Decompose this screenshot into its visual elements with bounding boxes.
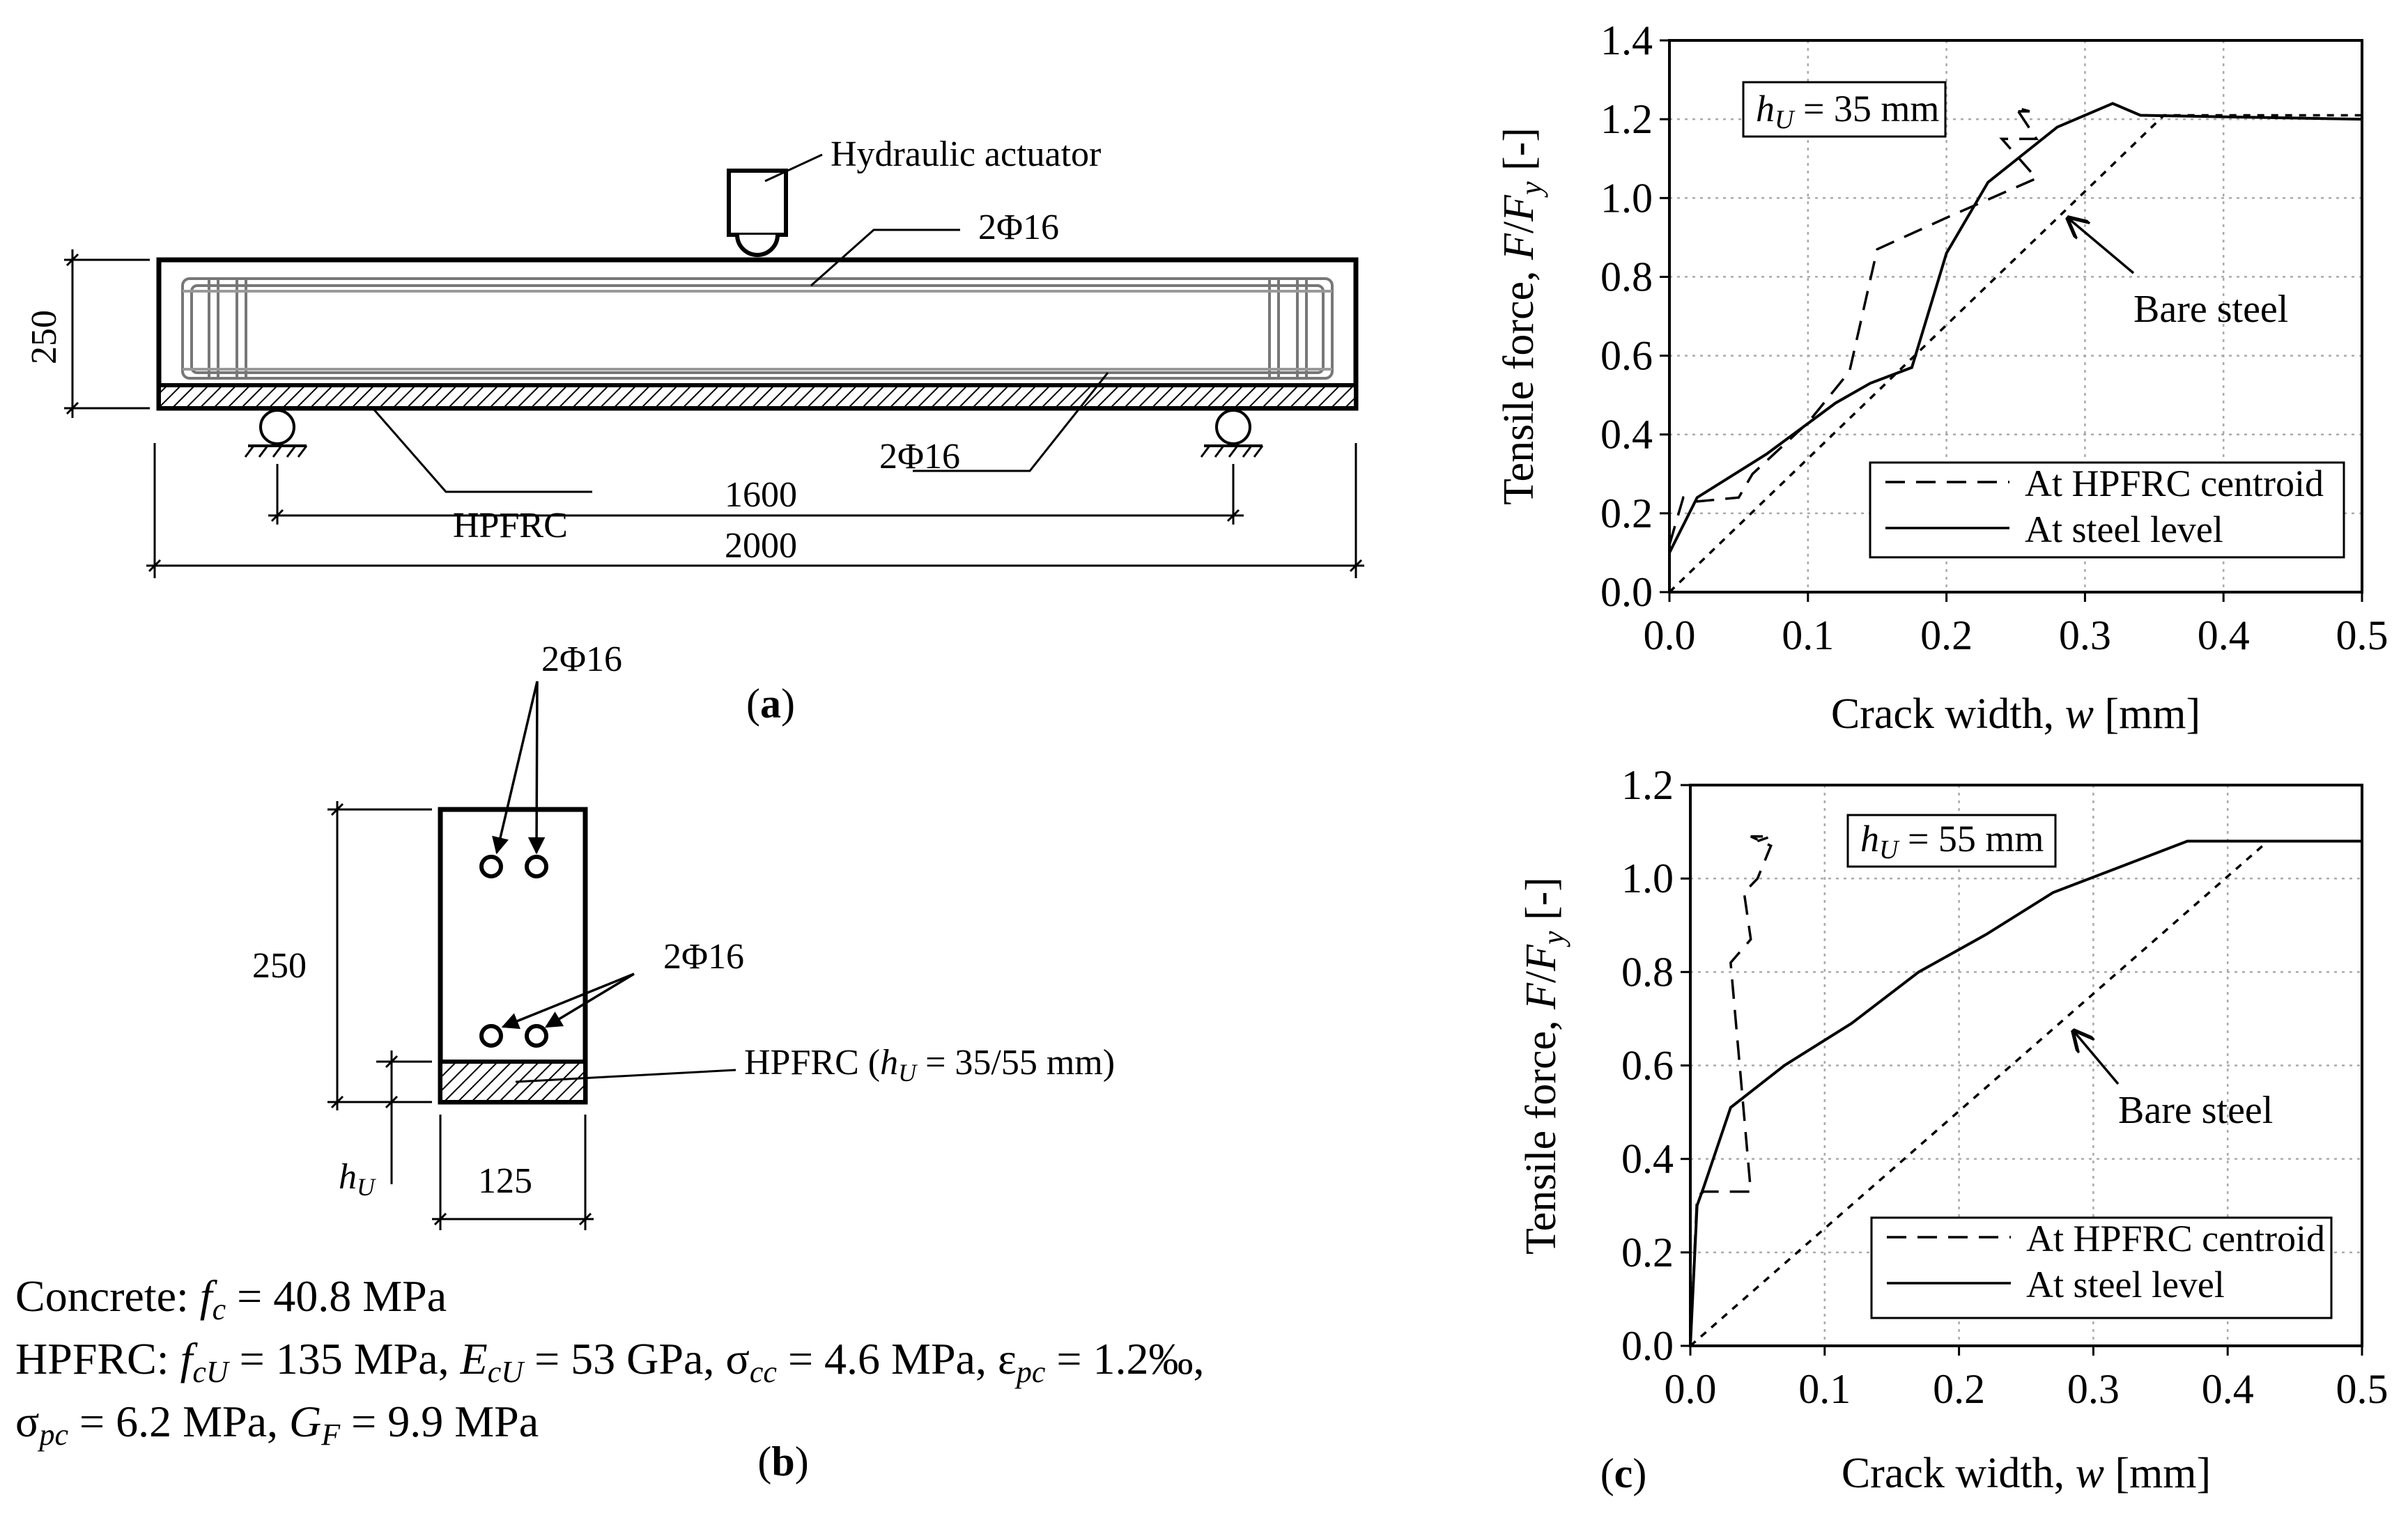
y-tick-label: 0.6 xyxy=(1600,333,1653,379)
panel-b-label: (b) xyxy=(757,1438,808,1484)
legend-label: At HPFRC centroid xyxy=(2025,463,2324,504)
bare-steel-arrow xyxy=(2074,1031,2120,1085)
length-dimension xyxy=(146,443,1364,578)
x-tick-label: 0.4 xyxy=(2202,1366,2254,1412)
series-at-steel-level xyxy=(1668,102,2363,554)
section-outline xyxy=(438,807,588,1105)
materials-text: Concrete: fc = 40.8 MPa HPFRC: fcU = 135… xyxy=(15,1271,1204,1452)
x-tick-label: 0.2 xyxy=(1920,612,1973,658)
top-bars-label: 2Φ16 xyxy=(978,208,1059,247)
chart-55mm: 0.0 0.1 0.2 0.3 0.4 0.5 0.0 0.2 0.4 0.6 0.8 1.0 1.2C… xyxy=(1518,762,2388,1497)
legend-label: At HPFRC centroid xyxy=(2026,1218,2325,1259)
series-at-hpfrc-centroid xyxy=(1689,835,1773,1347)
section-bottom-bars-label: 2Φ16 xyxy=(663,937,744,977)
section-layer-label: HPFRC (hU = 35/55 mm) xyxy=(744,1043,1115,1087)
left-support xyxy=(244,409,308,458)
height-label: 250 xyxy=(24,310,64,364)
x-tick-label: 0.2 xyxy=(1933,1366,1985,1412)
x-tick-label: 0.3 xyxy=(2059,612,2111,658)
y-tick-label: 0.0 xyxy=(1600,569,1653,615)
y-axis-label: Tensile force, F/Fy [-] xyxy=(1495,127,1548,505)
bottom-bars-label: 2Φ16 xyxy=(879,437,960,476)
y-tick-label: 1.4 xyxy=(1600,17,1653,63)
legend-label: At steel level xyxy=(2025,509,2223,550)
panel-c-label: (c) xyxy=(1600,1450,1647,1496)
section-height-label: 250 xyxy=(252,946,307,986)
annotation-label: hU = 35 mm xyxy=(1756,88,1939,134)
bottom-bar-right xyxy=(525,1024,548,1048)
actuator-label: Hydraulic actuator xyxy=(831,134,1101,174)
y-tick-label: 1.0 xyxy=(1621,855,1674,901)
right-support xyxy=(1200,409,1264,458)
bare-steel-label: Bare steel xyxy=(2133,288,2288,331)
x-tick-label: 0.3 xyxy=(2067,1366,2120,1412)
bare-steel-label: Bare steel xyxy=(2118,1089,2273,1132)
y-tick-label: 0.4 xyxy=(1600,412,1653,458)
materials-line-3: σpc = 6.2 MPa, GF = 9.9 MPa xyxy=(15,1397,539,1452)
top-bar-left xyxy=(479,855,503,878)
panel-c-letter: c xyxy=(1614,1450,1633,1496)
annotation-label: hU = 55 mm xyxy=(1860,818,2044,864)
y-tick-label: 1.2 xyxy=(1621,762,1674,808)
panel-a-letter: a xyxy=(760,681,781,727)
x-tick-label: 0.1 xyxy=(1798,1366,1851,1412)
y-tick-label: 0.4 xyxy=(1621,1136,1674,1182)
y-tick-label: 0.2 xyxy=(1621,1230,1674,1275)
series-bare-steel xyxy=(1668,114,2362,594)
x-tick-label: 0.5 xyxy=(2336,1366,2388,1412)
layer-label: HPFRC xyxy=(453,506,568,545)
materials-line-2: HPFRC: fcU = 135 MPa, EcU = 53 GPa, σcc … xyxy=(15,1334,1204,1389)
y-tick-label: 1.0 xyxy=(1600,175,1653,221)
materials-line-1: Concrete: fc = 40.8 MPa xyxy=(15,1271,447,1326)
plot-frame xyxy=(1668,39,2363,594)
x-axis-label: Crack width, w [mm] xyxy=(1831,690,2200,738)
panel-b-letter: b xyxy=(771,1438,794,1484)
legend-label: At steel level xyxy=(2026,1264,2225,1305)
y-tick-label: 0.8 xyxy=(1621,949,1674,995)
reinforcement-cage xyxy=(181,277,1334,380)
x-tick-label: 0.1 xyxy=(1782,612,1834,658)
annotation-box xyxy=(1742,81,1947,138)
beam-elevation: Hydraulic actuator 2Φ16 2Φ16 HPFRC xyxy=(24,134,1364,578)
legend-box xyxy=(1869,461,2345,559)
y-tick-label: 1.2 xyxy=(1600,96,1653,142)
x-tick-label: 0.0 xyxy=(1665,1366,1717,1412)
bottom-bar-left xyxy=(479,1024,503,1048)
hpfrc-layer xyxy=(157,383,1358,410)
series-at-steel-level xyxy=(1689,839,2362,1347)
y-tick-label: 0.6 xyxy=(1621,1043,1674,1089)
x-tick-label: 0.5 xyxy=(2336,612,2388,658)
legend-box xyxy=(1870,1216,2333,1319)
hydraulic-actuator xyxy=(727,153,823,257)
section-hu-label: hU xyxy=(339,1157,376,1201)
top-bar-right xyxy=(525,855,548,878)
section-width-label: 125 xyxy=(478,1161,532,1201)
span-dimension xyxy=(268,464,1244,525)
y-axis-label: Tensile force, F/Fy [-] xyxy=(1518,877,1570,1255)
height-dimension xyxy=(64,249,150,418)
bare-steel-arrow xyxy=(2068,218,2135,274)
span-label: 1600 xyxy=(725,475,797,515)
series-at-hpfrc-centroid xyxy=(1668,105,2039,545)
section-hpfrc-layer xyxy=(438,1060,587,1104)
annotation-box xyxy=(1846,814,2057,868)
y-tick-label: 0.2 xyxy=(1600,490,1653,536)
x-tick-label: 0.0 xyxy=(1644,612,1696,658)
x-tick-label: 0.4 xyxy=(2198,612,2250,658)
cross-section xyxy=(327,681,736,1230)
grid xyxy=(1669,40,2362,592)
series-bare-steel xyxy=(1689,840,2269,1347)
panel-a-label: (a) xyxy=(746,681,795,727)
section-top-bars-label: 2Φ16 xyxy=(541,639,622,679)
x-axis-label: Crack width, w [mm] xyxy=(1842,1450,2211,1497)
y-tick-label: 0.8 xyxy=(1600,254,1653,300)
y-tick-label: 0.0 xyxy=(1621,1323,1674,1369)
length-label: 2000 xyxy=(725,526,797,566)
chart-35mm: 0.0 0.1 0.2 0.3 0.4 0.5 0.0 0.2 0.4 0.6 0.8 1.0 1.2 1… xyxy=(1495,17,2388,738)
